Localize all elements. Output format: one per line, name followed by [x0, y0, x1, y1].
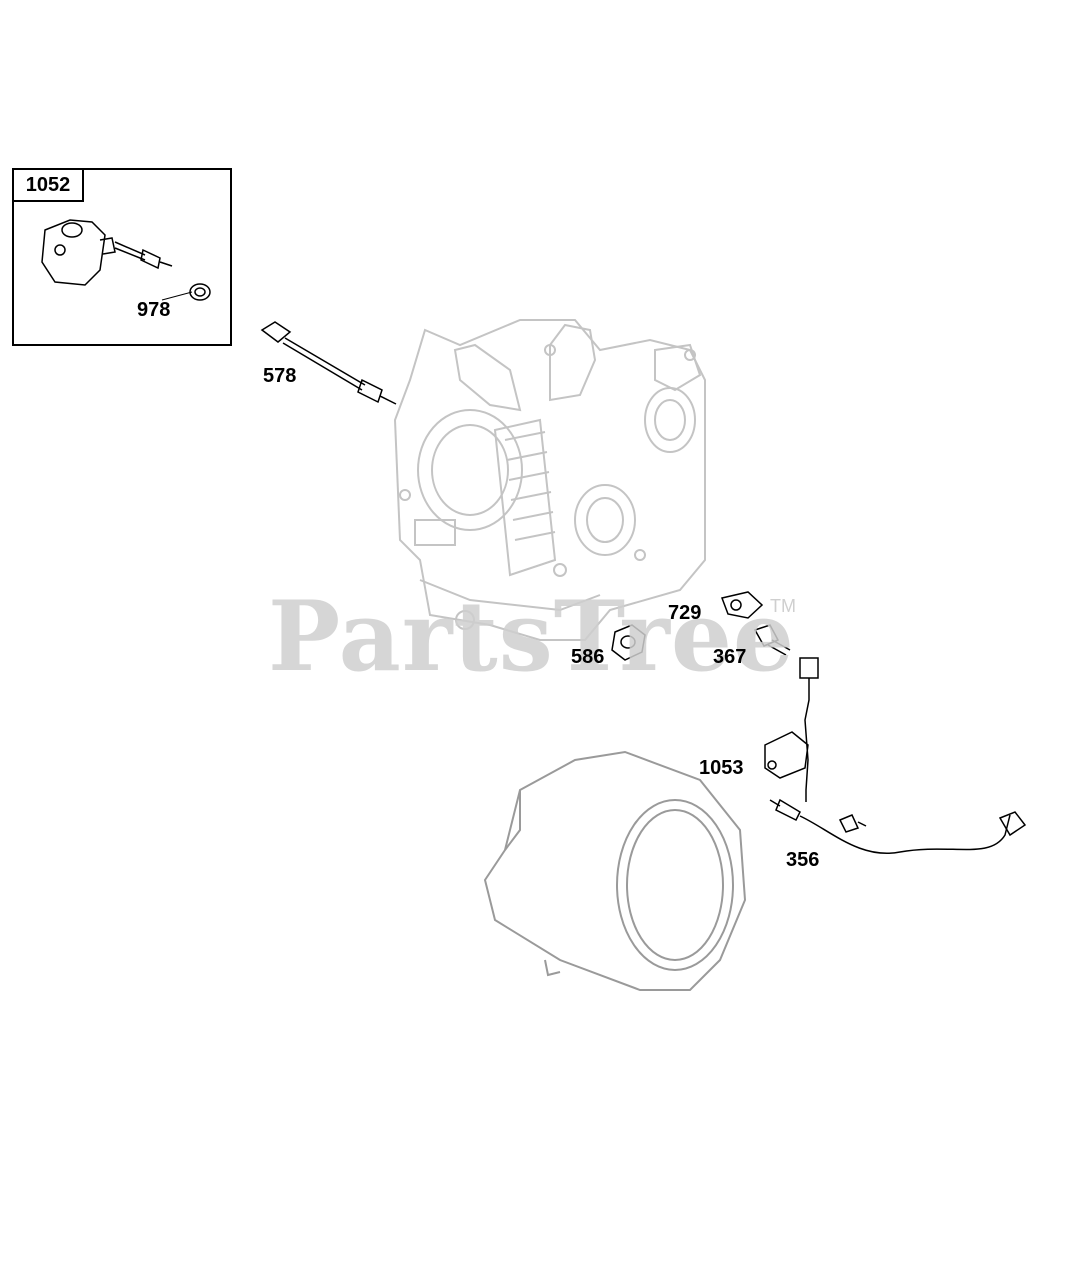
- callout-1053: 1053: [699, 757, 744, 779]
- leader-lines: [161, 291, 193, 301]
- spark-plug-lead-part: [769, 798, 1027, 855]
- fuel-line-part: [260, 321, 397, 405]
- nut-part: [611, 624, 646, 661]
- callout-578: 578: [263, 365, 297, 387]
- callout-367: 367: [713, 646, 747, 668]
- callout-356: 356: [786, 849, 820, 871]
- callout-586: 586: [571, 646, 605, 668]
- kit-box: [12, 168, 232, 346]
- watermark: PartsTree: [268, 580, 795, 693]
- clip-part: [720, 591, 764, 619]
- ignition-module-part: [764, 657, 819, 802]
- bolt-part: [753, 624, 791, 656]
- blower-housing: [483, 750, 747, 991]
- callout-978: 978: [137, 299, 171, 321]
- kit-label: 1052: [12, 168, 84, 202]
- engine-block: [393, 319, 706, 641]
- watermark-tm: TM: [770, 596, 796, 616]
- fuel-valve-part: [41, 219, 211, 301]
- callout-729: 729: [668, 602, 702, 624]
